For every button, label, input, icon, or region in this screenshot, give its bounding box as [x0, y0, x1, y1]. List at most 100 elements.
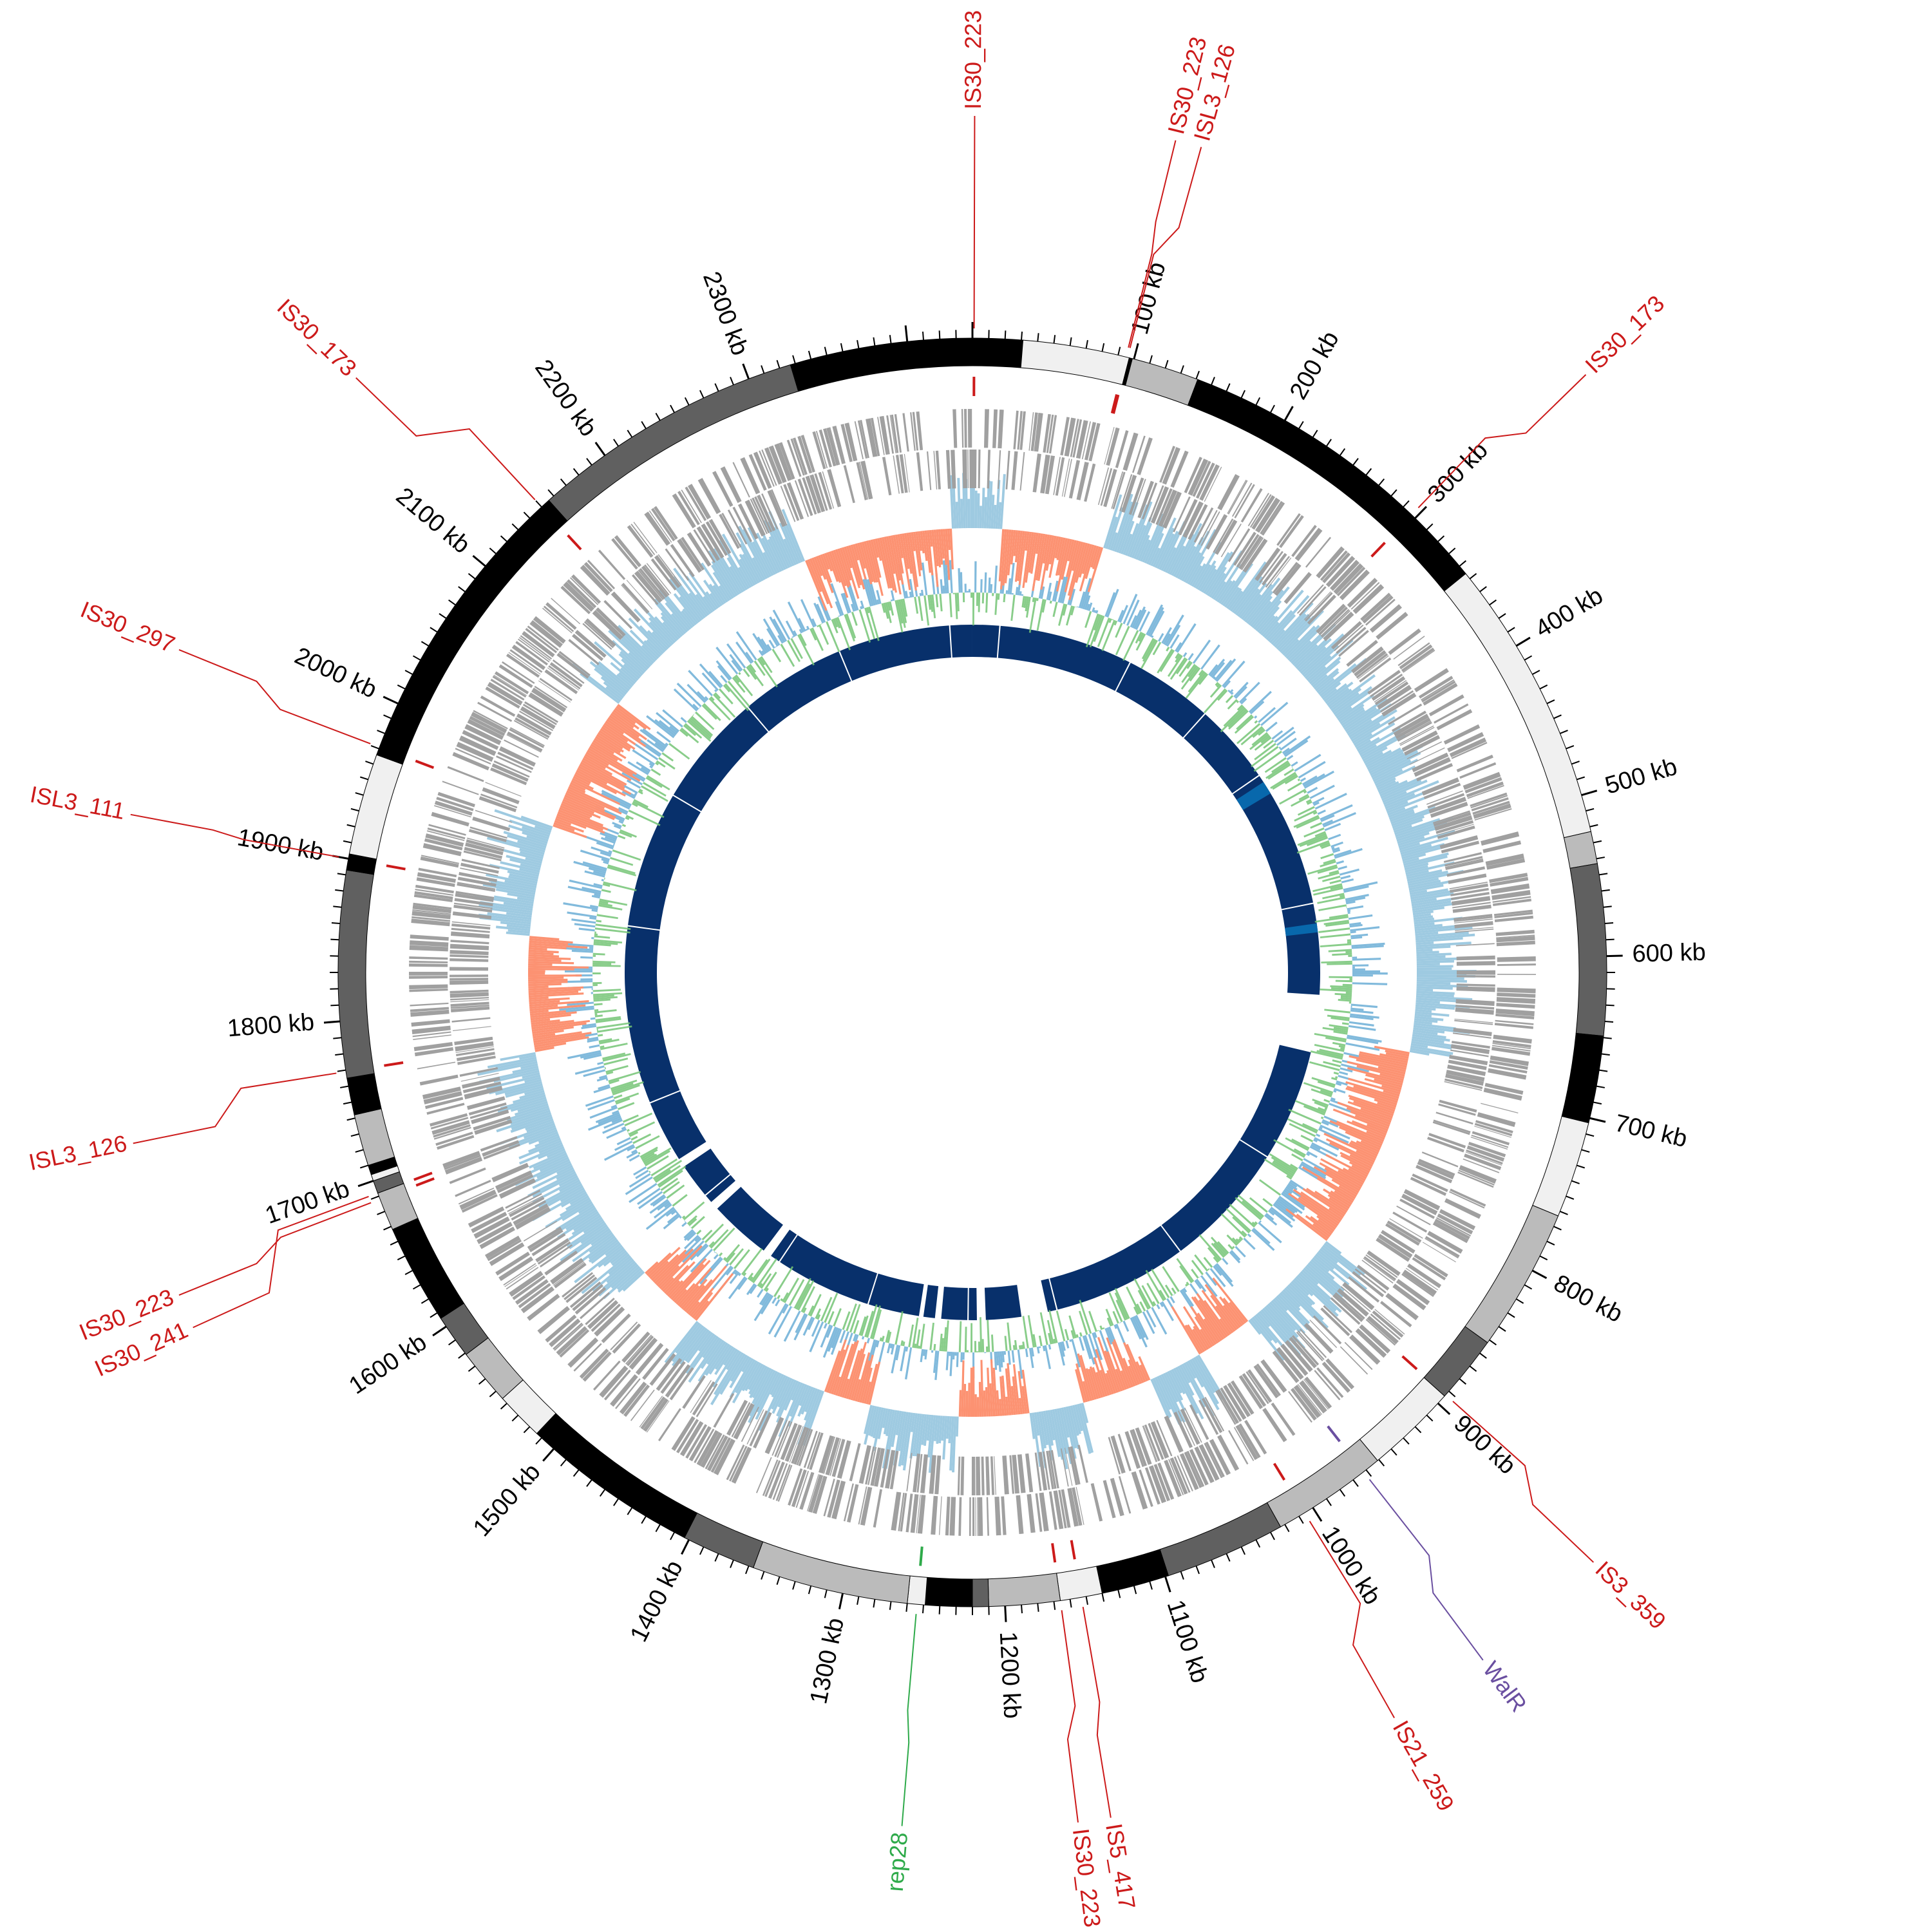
- gc-below-bar: [1141, 639, 1158, 669]
- gc-below-bar: [1338, 999, 1352, 1002]
- gene-block: [1303, 1323, 1334, 1354]
- ideogram-band: [536, 1412, 698, 1539]
- minor-tick: [489, 1390, 497, 1397]
- minor-tick: [1546, 1240, 1555, 1245]
- homology-block: [625, 625, 972, 1159]
- gene-block: [1416, 1164, 1453, 1184]
- gene-block: [513, 719, 549, 740]
- skew-negative-bar: [1325, 1153, 1368, 1177]
- skew-negative-bar: [1364, 1077, 1402, 1090]
- gc-above-bar: [942, 585, 945, 594]
- skew-negative-bar: [940, 529, 945, 559]
- skew-negative-bar: [529, 938, 573, 944]
- skew-positive-bar: [1274, 1296, 1288, 1312]
- gc-above-bar: [1214, 659, 1233, 681]
- gc-below-bar: [655, 762, 659, 766]
- gc-above-bar: [602, 1122, 625, 1134]
- skew-negative-bar: [864, 541, 876, 583]
- gc-below-bar: [1283, 768, 1294, 777]
- skew-negative-bar: [1356, 1065, 1405, 1079]
- gene-block: [1204, 1397, 1225, 1432]
- gene-block: [552, 659, 585, 684]
- skew-positive-bar: [941, 1416, 945, 1441]
- gene-block: [889, 415, 896, 453]
- gene-block: [902, 413, 909, 452]
- gene-block: [1463, 772, 1501, 790]
- gc-above-bar: [1352, 966, 1355, 969]
- gene-block: [1369, 604, 1402, 633]
- major-tick: [1312, 1507, 1323, 1522]
- gene-block: [685, 486, 707, 522]
- gc-above-bar: [1273, 1203, 1296, 1222]
- gc-below-bar: [609, 1079, 620, 1084]
- gc-below-bar: [701, 704, 717, 720]
- skew-positive-bar: [685, 575, 714, 613]
- skew-positive-bar: [506, 924, 531, 929]
- gc-above-bar: [574, 1065, 605, 1075]
- gc-below-bar: [1186, 661, 1193, 669]
- gene-block: [1186, 1450, 1205, 1487]
- minor-tick: [523, 1426, 531, 1434]
- gene-block: [449, 1167, 486, 1184]
- gene-block: [1173, 496, 1191, 533]
- gene-block: [1260, 500, 1283, 535]
- skew-positive-bar: [558, 1179, 580, 1192]
- skew-positive-bar: [1253, 586, 1290, 630]
- gc-above-bar: [745, 652, 754, 663]
- minor-tick: [1605, 1004, 1615, 1007]
- skew-positive-bar: [489, 864, 539, 877]
- gc-below-bar: [1273, 1160, 1296, 1175]
- gene-block: [453, 902, 493, 909]
- skew-positive-bar: [1189, 565, 1202, 586]
- gene-block: [749, 1410, 768, 1446]
- skew-positive-bar: [741, 1356, 752, 1372]
- homology-block-separator: [1159, 1224, 1182, 1253]
- gene-block: [1170, 1457, 1188, 1495]
- minor-tick: [535, 1437, 542, 1445]
- gene-block: [553, 1262, 585, 1286]
- ideogram-band: [924, 1577, 973, 1607]
- skew-negative-bar: [888, 535, 902, 595]
- gene-block: [1293, 1385, 1321, 1419]
- gc-below-bar: [592, 972, 601, 975]
- skew-positive-bar: [1185, 1361, 1197, 1379]
- gene-block: [1421, 680, 1456, 703]
- skew-positive-bar: [741, 554, 760, 584]
- skew-positive-bar: [768, 536, 786, 571]
- gene-block: [1467, 784, 1504, 799]
- skew-positive-bar: [1076, 1403, 1092, 1454]
- skew-negative-bar: [1356, 1059, 1406, 1073]
- gc-above-bar: [1214, 1264, 1234, 1287]
- skew-positive-bar: [618, 629, 654, 664]
- gene-block: [1484, 1083, 1524, 1095]
- skew-negative-bar: [1219, 1296, 1243, 1327]
- skew-positive-bar: [705, 591, 719, 609]
- skew-positive-bar: [1322, 1244, 1361, 1276]
- skew-negative-bar: [1203, 1300, 1230, 1336]
- gc-below-bar: [1238, 1236, 1244, 1241]
- skew-negative-bar: [1347, 1101, 1393, 1119]
- gc-below-bar: [1318, 927, 1350, 933]
- gene-block: [1342, 1282, 1375, 1311]
- skew-negative-bar: [1302, 1188, 1345, 1217]
- gc-above-bar: [603, 1119, 623, 1129]
- gene-block: [1296, 584, 1324, 614]
- gene-block: [1193, 507, 1214, 543]
- gc-above-bar: [653, 1203, 672, 1219]
- skew-positive-bar: [1295, 639, 1327, 669]
- gc-above-bar: [601, 1056, 603, 1058]
- gene-block: [454, 898, 493, 907]
- gc-above-bar: [1076, 606, 1079, 608]
- gene-block: [1028, 412, 1034, 451]
- gene-block: [430, 1117, 469, 1130]
- gc-above-bar: [1019, 591, 1022, 596]
- gene-block: [1338, 630, 1369, 657]
- gene-block: [409, 960, 448, 963]
- skew-negative-bar: [533, 1031, 582, 1041]
- gc-below-bar: [1291, 1153, 1303, 1162]
- skew-positive-bar: [737, 567, 752, 589]
- minor-tick: [1352, 1479, 1359, 1487]
- gene-block: [563, 582, 594, 612]
- gene-block: [1088, 422, 1101, 462]
- skew-negative-bar: [1348, 1077, 1401, 1095]
